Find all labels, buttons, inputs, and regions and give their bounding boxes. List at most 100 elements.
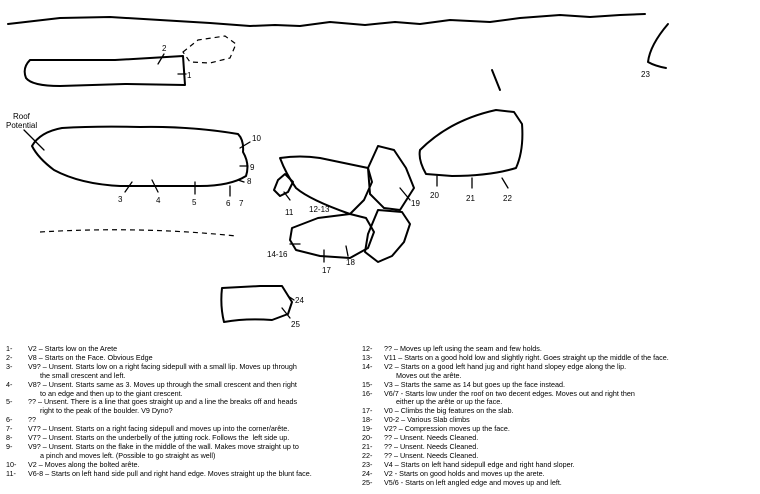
legend-entry-text: V4 – Starts on left hand sidepull edge a… — [384, 459, 575, 469]
small-slab-boulder-outline — [364, 209, 411, 263]
boulder-topo-diagram: Roof Potential 1 2 3 4 5 6 7 8 9 10 11 1… — [6, 13, 669, 329]
legend-entry: 11-V6-8 – Starts on left hand side pull … — [6, 469, 356, 479]
problem-label-6: 6 — [226, 199, 231, 208]
legend-entry: 3-V9? – Unsent. Starts low on a right fa… — [6, 361, 356, 381]
legend-entry-number: 14- — [362, 361, 373, 371]
legend-entry-text: V2 – Starts on a good left hand jug and … — [384, 361, 627, 380]
legend-entry: 1- V2 – Starts low on the Arete — [6, 344, 356, 354]
problem-label-22: 22 — [503, 194, 512, 203]
legend-entry-number: 22- — [362, 450, 373, 460]
legend-entry-text: V5/6 - Starts on left angled edge and mo… — [384, 477, 562, 487]
legend-entry-number: 24- — [362, 468, 373, 478]
dashed-boulder-outline — [182, 35, 237, 64]
legend-entry-number: 9- — [6, 441, 13, 451]
legend-entry-text: V2 – Starts low on the Arete — [28, 344, 118, 353]
problem-label-18: 18 — [346, 258, 355, 267]
legend-entry: 20- ?? – Unsent. Needs Cleaned. — [362, 433, 757, 443]
legend-entry-number: 12- — [362, 344, 373, 353]
problem-label-8: 8 — [247, 177, 252, 186]
problem-label-21: 21 — [466, 194, 475, 203]
boulder-12-13-outline — [279, 155, 373, 215]
legend-entry: 12- ?? – Moves up left using the seam and… — [362, 344, 757, 354]
problem-label-7: 7 — [239, 199, 244, 208]
problem-marker-11 — [283, 191, 291, 201]
legend-entry-number: 2- — [6, 352, 13, 362]
legend-entry-number: 15- — [362, 379, 373, 389]
legend-entry-text: V2? – Compression moves up the face. — [384, 424, 510, 434]
legend-entry-number: 6- — [6, 415, 13, 425]
legend-entry-text: V2 – Moves along the bolted arête. — [28, 459, 140, 469]
legend-entry-number: 5- — [6, 397, 13, 407]
legend-entry-number: 19- — [362, 424, 373, 434]
legend-entry: 23- V4 – Starts on left hand sidepull edg… — [362, 459, 757, 470]
legend-entry-text: V7? – Unsent. Starts on a right facing s… — [28, 424, 290, 434]
legend-entry: 9- V9? – Unsent. Starts on the flake in t… — [6, 441, 356, 461]
legend-entry-number: 10- — [6, 459, 17, 469]
legend-entry: 18- V0-2 – Various Slab climbs — [362, 415, 757, 425]
problem-marker-4 — [151, 179, 159, 193]
problem-marker-22 — [501, 177, 509, 189]
problem-label-19: 19 — [411, 199, 420, 208]
legend-entry: 5-?? – Unsent. There is a line that goes… — [6, 398, 356, 416]
roof-potential-label-line2: Potential — [6, 121, 37, 130]
ridge-line — [7, 13, 646, 27]
legend-entry-number: 8- — [6, 433, 13, 443]
legend-entry-text: ?? – Unsent. Needs Cleaned. — [384, 441, 479, 451]
legend-entry-number: 18- — [362, 415, 373, 425]
legend-entry-number: 17- — [362, 406, 373, 416]
legend-entry-text: V0 – Climbs the big features on the slab… — [384, 406, 514, 416]
legend-entry-number: 20- — [362, 433, 373, 443]
problem-marker-19 — [399, 187, 411, 201]
problem-label-4: 4 — [156, 196, 161, 205]
legend-entry-text: ?? – Unsent. Needs Cleaned. — [384, 450, 479, 460]
problem-label-9: 9 — [250, 163, 255, 172]
legend-entry-text: V0-2 – Various Slab climbs — [384, 415, 470, 425]
legend-entry: 22- ?? – Unsent. Needs Cleaned. — [362, 450, 757, 461]
legend-entry-text: V6/7 - Starts low under the roof on two … — [384, 388, 635, 407]
problem-label-14-16: 14-16 — [267, 250, 288, 259]
legend-entry-text: ?? – Unsent. Needs Cleaned. — [384, 433, 479, 443]
legend-entry: 14- V2 – Starts on a good left hand jug a… — [362, 361, 757, 381]
legend-entry: 10- V2 – Moves along the bolted arête. — [6, 459, 356, 470]
legend-entry: 25-V5/6 - Starts on left angled edge and… — [362, 477, 757, 488]
legend-entry: 15- V3 – Starts the same as 14 but goes u… — [362, 379, 757, 390]
boulder-14-18-outline — [289, 213, 375, 259]
legend-entry: 17- V0 – Climbs the big features on the s… — [362, 406, 757, 416]
legend-entry-text: V3 – Starts the same as 14 but goes up t… — [384, 379, 566, 389]
legend-entry-text: ?? – Moves up left using the seam and fe… — [384, 344, 542, 353]
boulder-23-outline — [647, 23, 669, 69]
roof-potential-label-line1: Roof — [13, 112, 31, 121]
legend-entry-number: 23- — [362, 459, 373, 469]
problem-label-24: 24 — [295, 296, 304, 305]
boulder-24-25-outline — [220, 285, 293, 323]
legend-entry: 7-V7? – Unsent. Starts on a right facing… — [6, 424, 356, 434]
legend-entry-number: 16- — [362, 388, 373, 398]
problem-legend-left: 1- V2 – Starts low on the Arete 2- V8 – Sta… — [6, 344, 356, 479]
problem-label-23: 23 — [641, 70, 650, 79]
legend-entry-number: 21- — [362, 441, 373, 451]
problem-label-2: 2 — [162, 44, 167, 53]
problem-label-3: 3 — [118, 195, 123, 204]
problem-label-20: 20 — [430, 191, 439, 200]
problem-marker-10 — [239, 141, 251, 149]
problem-legend-right: 12- ?? – Moves up left using the seam and… — [362, 344, 757, 488]
roof-potential-pointer — [23, 129, 45, 151]
legend-entry-number: 3- — [6, 361, 13, 371]
legend-entry-number: 1- — [6, 344, 13, 353]
dashed-ground-line — [39, 229, 237, 237]
legend-entry-text: V8? – Unsent. Starts same as 3. Moves up… — [28, 379, 297, 398]
problem-label-5: 5 — [192, 198, 197, 207]
boulder-20-22-outline — [418, 109, 524, 177]
legend-entry-text: V8 – Starts on the Face. Obvious Edge — [28, 352, 153, 362]
legend-entry: 4-V8? – Unsent. Starts same as 3. Moves … — [6, 379, 356, 399]
problem-marker-8 — [237, 179, 245, 183]
problem-label-1: 1 — [187, 71, 192, 80]
problem-marker-18 — [345, 245, 349, 257]
legend-entry-number: 13- — [362, 352, 373, 362]
boulder-19-outline — [367, 145, 415, 211]
legend-entry: 8- V7? – Unsent. Starts on the underbelly… — [6, 433, 356, 443]
legend-entry: 24-V2 - Starts on good holds and moves u… — [362, 468, 757, 479]
legend-entry-text: V9? – Unsent. Starts on the flake in the… — [28, 441, 299, 460]
legend-entry-text: V7? – Unsent. Starts on the underbelly o… — [28, 433, 290, 443]
problem-label-12-13: 12-13 — [309, 205, 330, 214]
